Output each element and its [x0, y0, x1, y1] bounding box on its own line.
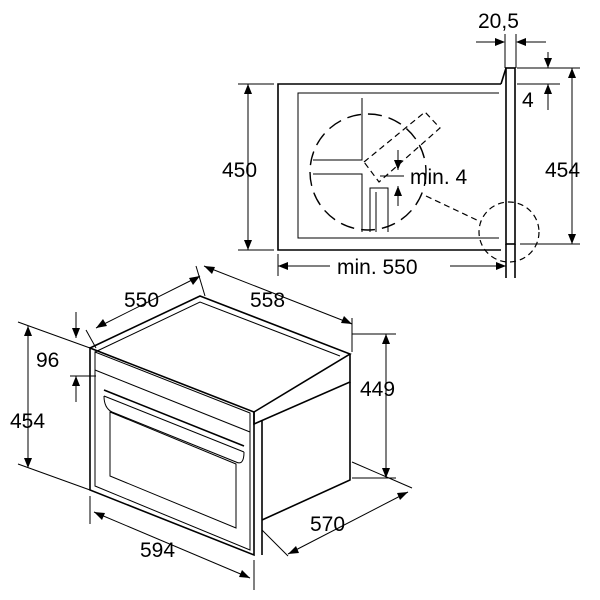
appliance-view: 550 558 96 454 449 570: [10, 265, 413, 590]
appliance-front: [89, 346, 255, 557]
niche-outline: [277, 83, 501, 251]
total-depth-label: 570: [310, 513, 345, 536]
gap-top-label: 20,5: [478, 10, 519, 33]
panel-height-label: 96: [36, 349, 59, 372]
depth-label: 550: [124, 289, 159, 312]
front-height-niche-label: 454: [545, 159, 580, 182]
body-height-label: 449: [360, 378, 395, 401]
detail-rail: [313, 98, 363, 161]
front-height-label: 454: [10, 410, 45, 433]
door-window: [109, 411, 237, 529]
detail-callout-circle: [478, 201, 540, 263]
side-depth-label: 558: [250, 289, 285, 312]
niche-section: min. 4 20,5 4 454 450 min. 550: [222, 10, 580, 279]
width-label: 594: [140, 539, 175, 562]
cabinet-front-strip: [505, 67, 516, 245]
niche-depth-label: min. 550: [337, 256, 418, 279]
niche-inner: [297, 92, 499, 239]
appliance-side: [253, 354, 351, 426]
detail-circle: [309, 113, 427, 231]
door-handle: [103, 389, 245, 447]
detail-panel: [363, 111, 441, 183]
clearance-label: min. 4: [410, 166, 468, 189]
niche-height-label: 450: [222, 159, 257, 182]
inset-label: 4: [522, 89, 534, 112]
appliance-top: [89, 295, 352, 413]
